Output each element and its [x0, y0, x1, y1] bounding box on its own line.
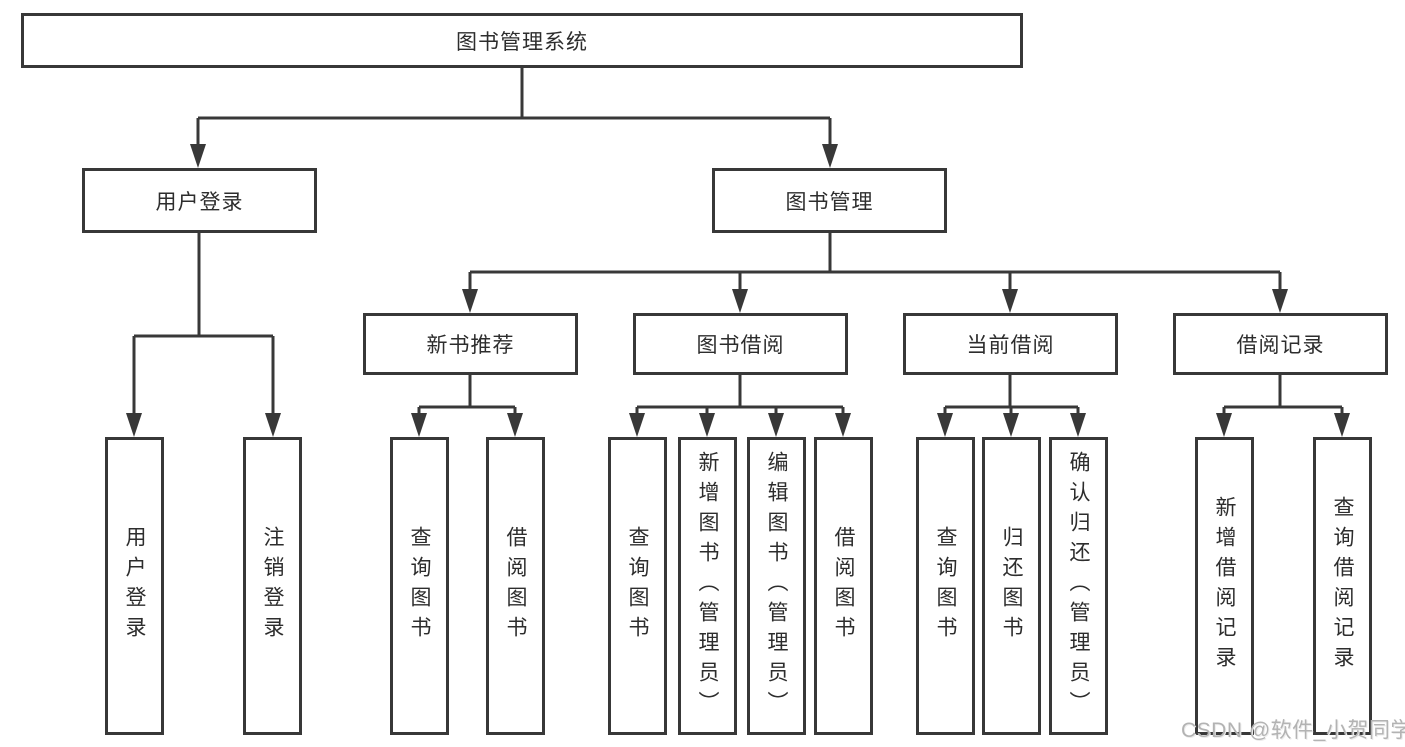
leaf-logout-label: 注销登录 [261, 526, 284, 646]
arrowhead-icon [126, 413, 142, 437]
leaf-bb-add-books-admin: 新增图书（管理员） [678, 437, 737, 735]
connector-root-split [196, 68, 832, 150]
leaf-cb-confirm-return-admin: 确认归还（管理员） [1049, 437, 1108, 735]
node-book-management-label: 图书管理 [785, 190, 874, 214]
node-new-book-recommend: 新书推荐 [363, 313, 578, 375]
arrowhead-icon [835, 413, 851, 437]
leaf-bb-borrow-books: 借阅图书 [814, 437, 873, 735]
arrowhead-icon [822, 144, 838, 168]
node-book-management: 图书管理 [712, 168, 947, 233]
leaf-nb-borrow-books: 借阅图书 [486, 437, 545, 735]
arrowhead-icon [937, 413, 953, 437]
leaf-user-login-label: 用户登录 [123, 526, 146, 646]
leaf-cb-query-books-label: 查询图书 [934, 526, 957, 646]
node-new-book-recommend-label: 新书推荐 [426, 334, 515, 357]
leaf-cb-return-books-label: 归还图书 [1000, 526, 1023, 646]
leaf-bb-edit-books-admin: 编辑图书（管理员） [747, 437, 806, 735]
node-user-login-label: 用户登录 [155, 190, 244, 214]
leaf-bb-query-books-label: 查询图书 [626, 526, 649, 646]
node-book-borrow: 图书借阅 [633, 313, 848, 375]
arrowhead-icon [265, 413, 281, 437]
connector-new-book-split [417, 373, 517, 420]
arrowhead-icon [190, 144, 206, 168]
connector-user-login-split [132, 233, 275, 420]
csdn-watermark: CSDN @软件_小贺同学 [1181, 719, 1405, 742]
arrowhead-icon [462, 289, 478, 313]
leaf-br-add-record: 新增借阅记录 [1195, 437, 1254, 735]
leaf-br-query-record-label: 查询借阅记录 [1331, 496, 1354, 676]
node-book-borrow-label: 图书借阅 [696, 334, 785, 357]
arrowhead-icon [1334, 413, 1350, 437]
leaf-nb-borrow-books-label: 借阅图书 [504, 526, 527, 646]
arrowhead-icon [629, 413, 645, 437]
arrowhead-icon [1002, 289, 1018, 313]
arrowhead-icon [1003, 413, 1019, 437]
arrowhead-icon [1272, 289, 1288, 313]
leaf-bb-query-books: 查询图书 [608, 437, 667, 735]
leaf-bb-edit-books-admin-label: 编辑图书（管理员） [765, 451, 788, 721]
node-user-login: 用户登录 [82, 168, 317, 233]
arrowhead-icon [1070, 413, 1086, 437]
leaf-cb-query-books: 查询图书 [916, 437, 975, 735]
node-current-borrow-label: 当前借阅 [966, 334, 1055, 357]
connector-book-borrow-split [635, 373, 845, 420]
connector-book-mgmt-split [468, 233, 1282, 295]
connector-borrow-records-split [1222, 373, 1344, 420]
leaf-br-query-record: 查询借阅记录 [1313, 437, 1372, 735]
node-borrow-records-label: 借阅记录 [1236, 334, 1325, 357]
arrowhead-icon [732, 289, 748, 313]
arrowhead-icon [1216, 413, 1232, 437]
arrowhead-icon [411, 413, 427, 437]
node-borrow-records: 借阅记录 [1173, 313, 1388, 375]
arrowhead-icon [768, 413, 784, 437]
leaf-cb-confirm-return-admin-label: 确认归还（管理员） [1067, 451, 1090, 721]
leaf-bb-borrow-books-label: 借阅图书 [832, 526, 855, 646]
node-root: 图书管理系统 [21, 13, 1023, 68]
leaf-user-login: 用户登录 [105, 437, 164, 735]
leaf-nb-query-books: 查询图书 [390, 437, 449, 735]
arrowhead-icon [699, 413, 715, 437]
node-root-label: 图书管理系统 [456, 30, 588, 54]
leaf-logout: 注销登录 [243, 437, 302, 735]
leaf-nb-query-books-label: 查询图书 [408, 526, 431, 646]
leaf-bb-add-books-admin-label: 新增图书（管理员） [696, 451, 719, 721]
leaf-br-add-record-label: 新增借阅记录 [1213, 496, 1236, 676]
arrowhead-icon [507, 413, 523, 437]
leaf-cb-return-books: 归还图书 [982, 437, 1041, 735]
connector-current-borrow-split [943, 373, 1080, 420]
node-current-borrow: 当前借阅 [903, 313, 1118, 375]
